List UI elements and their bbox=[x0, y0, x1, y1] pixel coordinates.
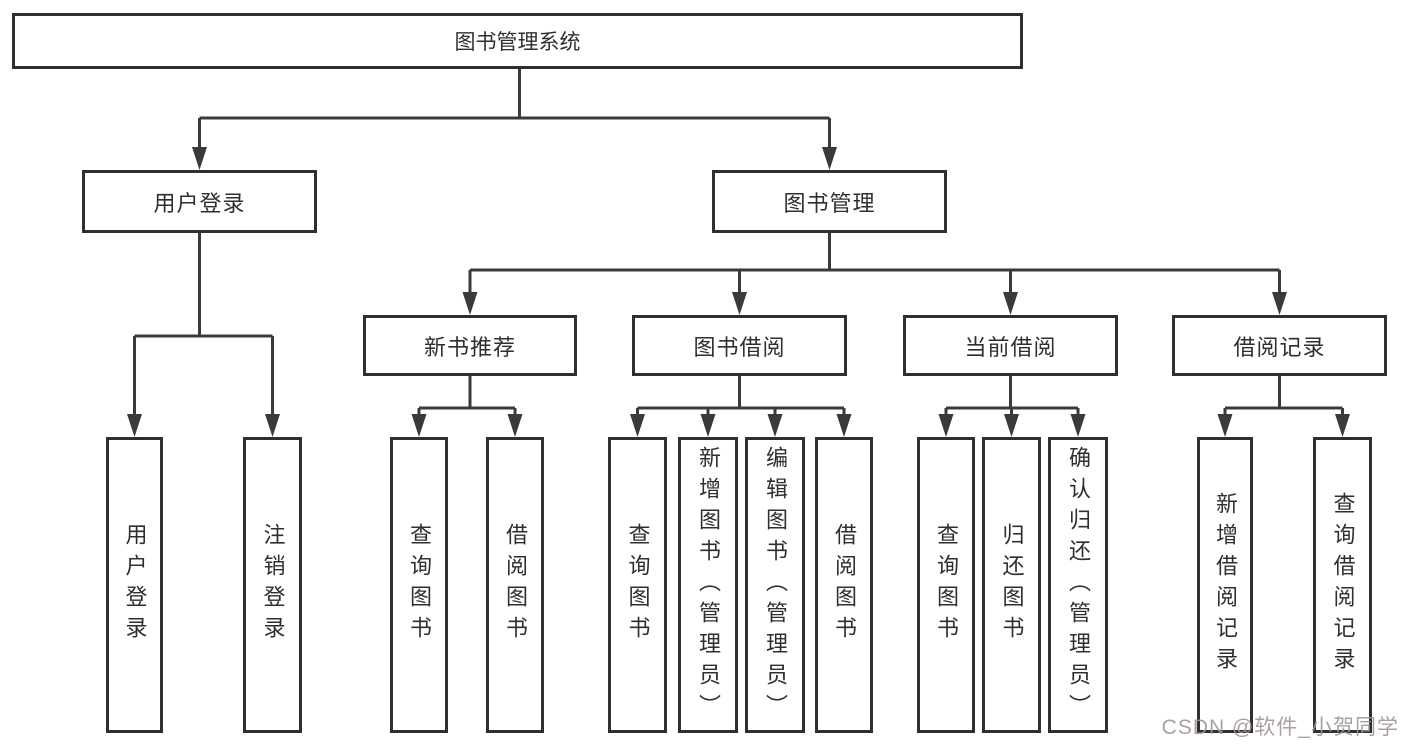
leaf-query-borrow-record: 查询借阅记录 bbox=[1313, 437, 1372, 733]
node-new-book-recommendation: 新书推荐 bbox=[363, 315, 577, 376]
node-book-management-module: 图书管理 bbox=[712, 170, 947, 233]
node-borrowing-records: 借阅记录 bbox=[1172, 315, 1387, 376]
leaf-edit-books-admin-label: 编辑图书（管理员） bbox=[763, 445, 788, 725]
leaf-query-books-current: 查询图书 bbox=[917, 437, 975, 733]
leaf-user-login-label: 用户登录 bbox=[122, 523, 148, 647]
leaf-return-books-label: 归还图书 bbox=[999, 523, 1025, 647]
leaf-query-books-current-label: 查询图书 bbox=[934, 523, 959, 647]
leaf-borrow-books-recommend-label: 借阅图书 bbox=[503, 523, 528, 647]
leaf-query-books-borrowing-label: 查询图书 bbox=[625, 523, 651, 647]
leaf-logout-label: 注销登录 bbox=[260, 523, 286, 647]
leaf-query-borrow-record-label: 查询借阅记录 bbox=[1330, 492, 1356, 678]
leaf-confirm-return-admin-label: 确认归还（管理员） bbox=[1066, 445, 1091, 725]
leaf-query-books-recommend: 查询图书 bbox=[390, 437, 448, 733]
leaf-query-books-recommend-label: 查询图书 bbox=[407, 523, 432, 647]
leaf-query-books-borrowing: 查询图书 bbox=[608, 437, 667, 733]
node-book-borrowing: 图书借阅 bbox=[632, 315, 847, 376]
csdn-watermark: CSDN @软件_小贺同学 bbox=[1161, 716, 1399, 739]
node-root-system: 图书管理系统 bbox=[12, 13, 1023, 69]
leaf-add-books-admin-label: 新增图书（管理员） bbox=[696, 445, 721, 725]
leaf-borrow-books-recommend: 借阅图书 bbox=[486, 437, 544, 733]
leaf-borrow-books-borrowing-label: 借阅图书 bbox=[832, 523, 857, 647]
leaf-user-login: 用户登录 bbox=[106, 437, 163, 733]
leaf-return-books: 归还图书 bbox=[982, 437, 1041, 733]
leaf-add-borrow-record-label: 新增借阅记录 bbox=[1213, 492, 1238, 678]
leaf-confirm-return-admin: 确认归还（管理员） bbox=[1048, 437, 1108, 733]
node-user-login-module: 用户登录 bbox=[82, 170, 317, 233]
leaf-add-books-admin: 新增图书（管理员） bbox=[678, 437, 738, 733]
leaf-edit-books-admin: 编辑图书（管理员） bbox=[745, 437, 805, 733]
leaf-borrow-books-borrowing: 借阅图书 bbox=[815, 437, 873, 733]
leaf-logout: 注销登录 bbox=[243, 437, 302, 733]
node-current-borrowing: 当前借阅 bbox=[903, 315, 1118, 376]
leaf-add-borrow-record: 新增借阅记录 bbox=[1197, 437, 1253, 733]
